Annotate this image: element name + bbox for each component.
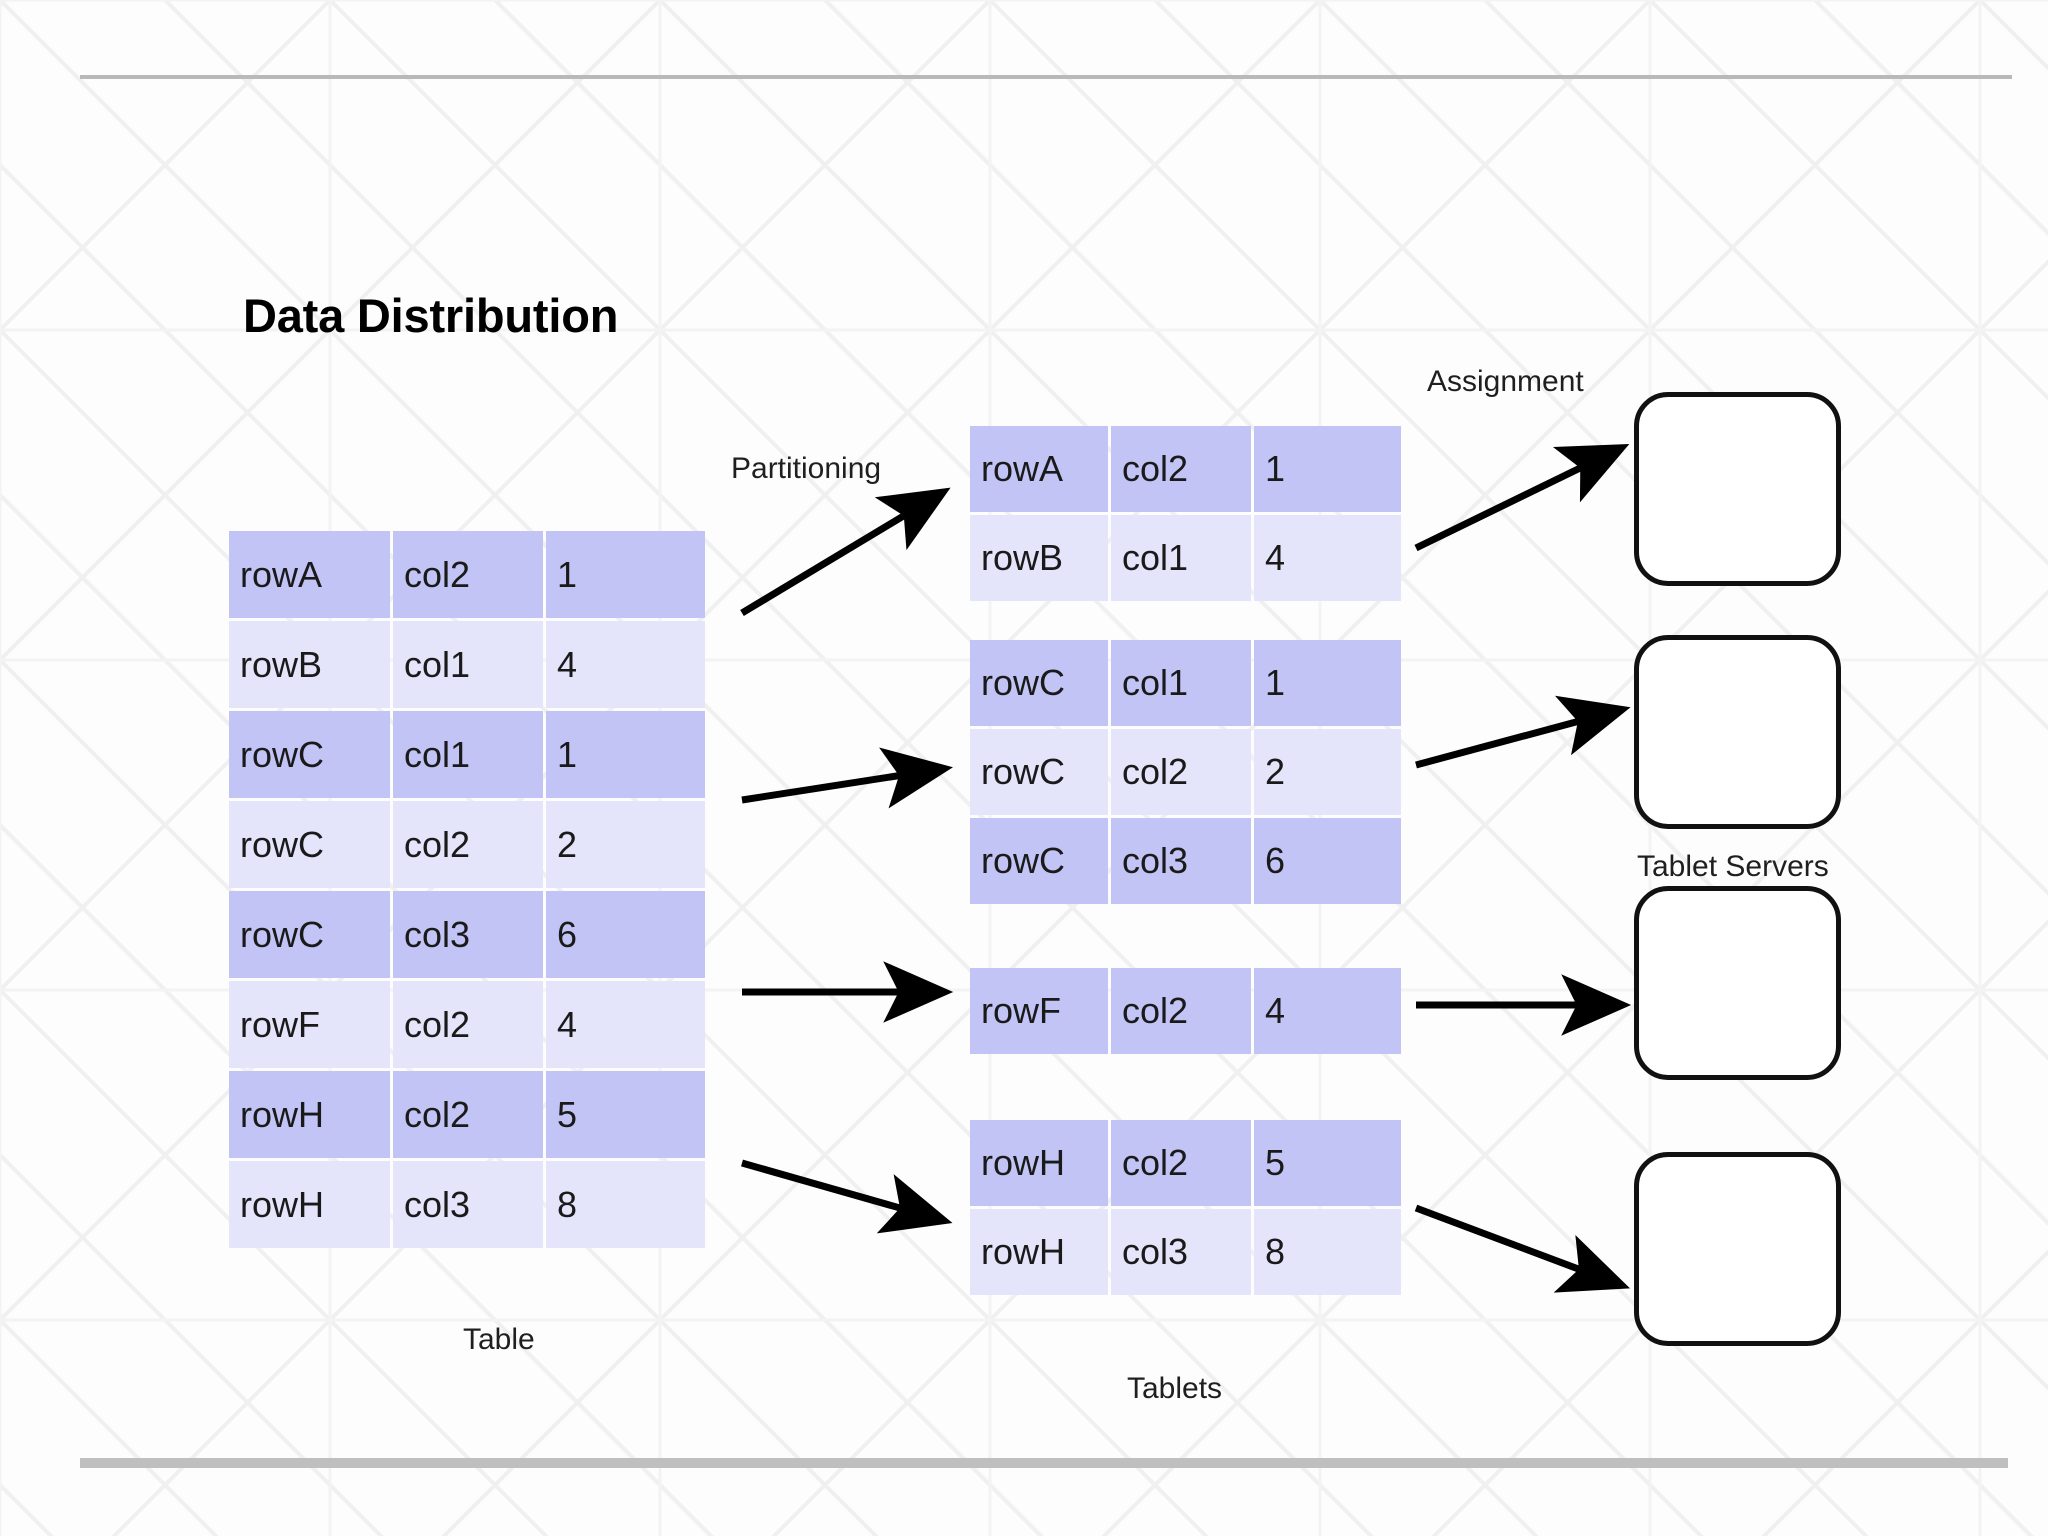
cell-column: col2 <box>1111 729 1251 815</box>
cell-column: col2 <box>1111 1120 1251 1206</box>
cell-value: 8 <box>1254 1209 1401 1295</box>
page-title: Data Distribution <box>243 289 619 342</box>
cell-value: 2 <box>1254 729 1401 815</box>
cell-value: 1 <box>546 531 705 618</box>
cell-column: col1 <box>393 711 543 798</box>
cell-value: 1 <box>546 711 705 798</box>
cell-value: 1 <box>1254 640 1401 726</box>
cell-column: col3 <box>393 1161 543 1248</box>
tablet-server-box-4 <box>1634 1152 1841 1346</box>
cell-column: col2 <box>393 981 543 1068</box>
cell-value: 5 <box>1254 1120 1401 1206</box>
tablets-caption: Tablets <box>1127 1372 1223 1405</box>
partitioning-label: Partitioning <box>731 452 882 485</box>
tablet-server-box-2 <box>1634 635 1841 829</box>
cell-column: col2 <box>1111 426 1251 512</box>
arrow-partition-4 <box>741 1159 953 1234</box>
cell-column: col1 <box>1111 515 1251 601</box>
assignment-label: Assignment <box>1427 365 1584 398</box>
cell-column: col1 <box>393 621 543 708</box>
cell-value: 4 <box>1254 515 1401 601</box>
cell-key: rowB <box>229 621 390 708</box>
tablet-server-box-3 <box>1634 886 1841 1080</box>
cell-value: 2 <box>546 801 705 888</box>
arrow-assign-1 <box>1414 444 1630 552</box>
table-caption: Table <box>463 1323 535 1356</box>
cell-value: 6 <box>1254 818 1401 904</box>
cell-column: col2 <box>393 1071 543 1158</box>
cell-column: col2 <box>393 531 543 618</box>
cell-key: rowH <box>970 1209 1108 1295</box>
cell-value: 5 <box>546 1071 705 1158</box>
cell-value: 1 <box>1254 426 1401 512</box>
cell-column: col1 <box>1111 640 1251 726</box>
tablet-servers-caption: Tablet Servers <box>1637 850 1829 883</box>
cell-key: rowF <box>970 968 1108 1054</box>
cell-column: col3 <box>393 891 543 978</box>
arrow-assign-2 <box>1415 695 1631 769</box>
cell-key: rowC <box>229 711 390 798</box>
cell-column: col2 <box>1111 968 1251 1054</box>
cell-value: 4 <box>1254 968 1401 1054</box>
cell-column: col3 <box>1111 818 1251 904</box>
cell-key: rowA <box>229 531 390 618</box>
cell-column: col2 <box>393 801 543 888</box>
top-divider-rule <box>80 75 2012 79</box>
cell-key: rowC <box>970 729 1108 815</box>
arrow-assign-4 <box>1414 1204 1631 1293</box>
bottom-accent-bar <box>80 1458 2008 1468</box>
cell-key: rowA <box>970 426 1108 512</box>
cell-key: rowH <box>229 1161 390 1248</box>
cell-key: rowC <box>229 801 390 888</box>
cell-key: rowH <box>970 1120 1108 1206</box>
tablet-server-box-1 <box>1634 392 1841 586</box>
cell-key: rowF <box>229 981 390 1068</box>
cell-key: rowB <box>970 515 1108 601</box>
arrow-partition-1 <box>740 487 951 616</box>
cell-key: rowH <box>229 1071 390 1158</box>
cell-value: 4 <box>546 621 705 708</box>
cell-value: 4 <box>546 981 705 1068</box>
cell-value: 8 <box>546 1161 705 1248</box>
cell-key: rowC <box>229 891 390 978</box>
cell-key: rowC <box>970 640 1108 726</box>
cell-key: rowC <box>970 818 1108 904</box>
cell-value: 6 <box>546 891 705 978</box>
cell-column: col3 <box>1111 1209 1251 1295</box>
arrow-partition-2 <box>741 747 953 809</box>
